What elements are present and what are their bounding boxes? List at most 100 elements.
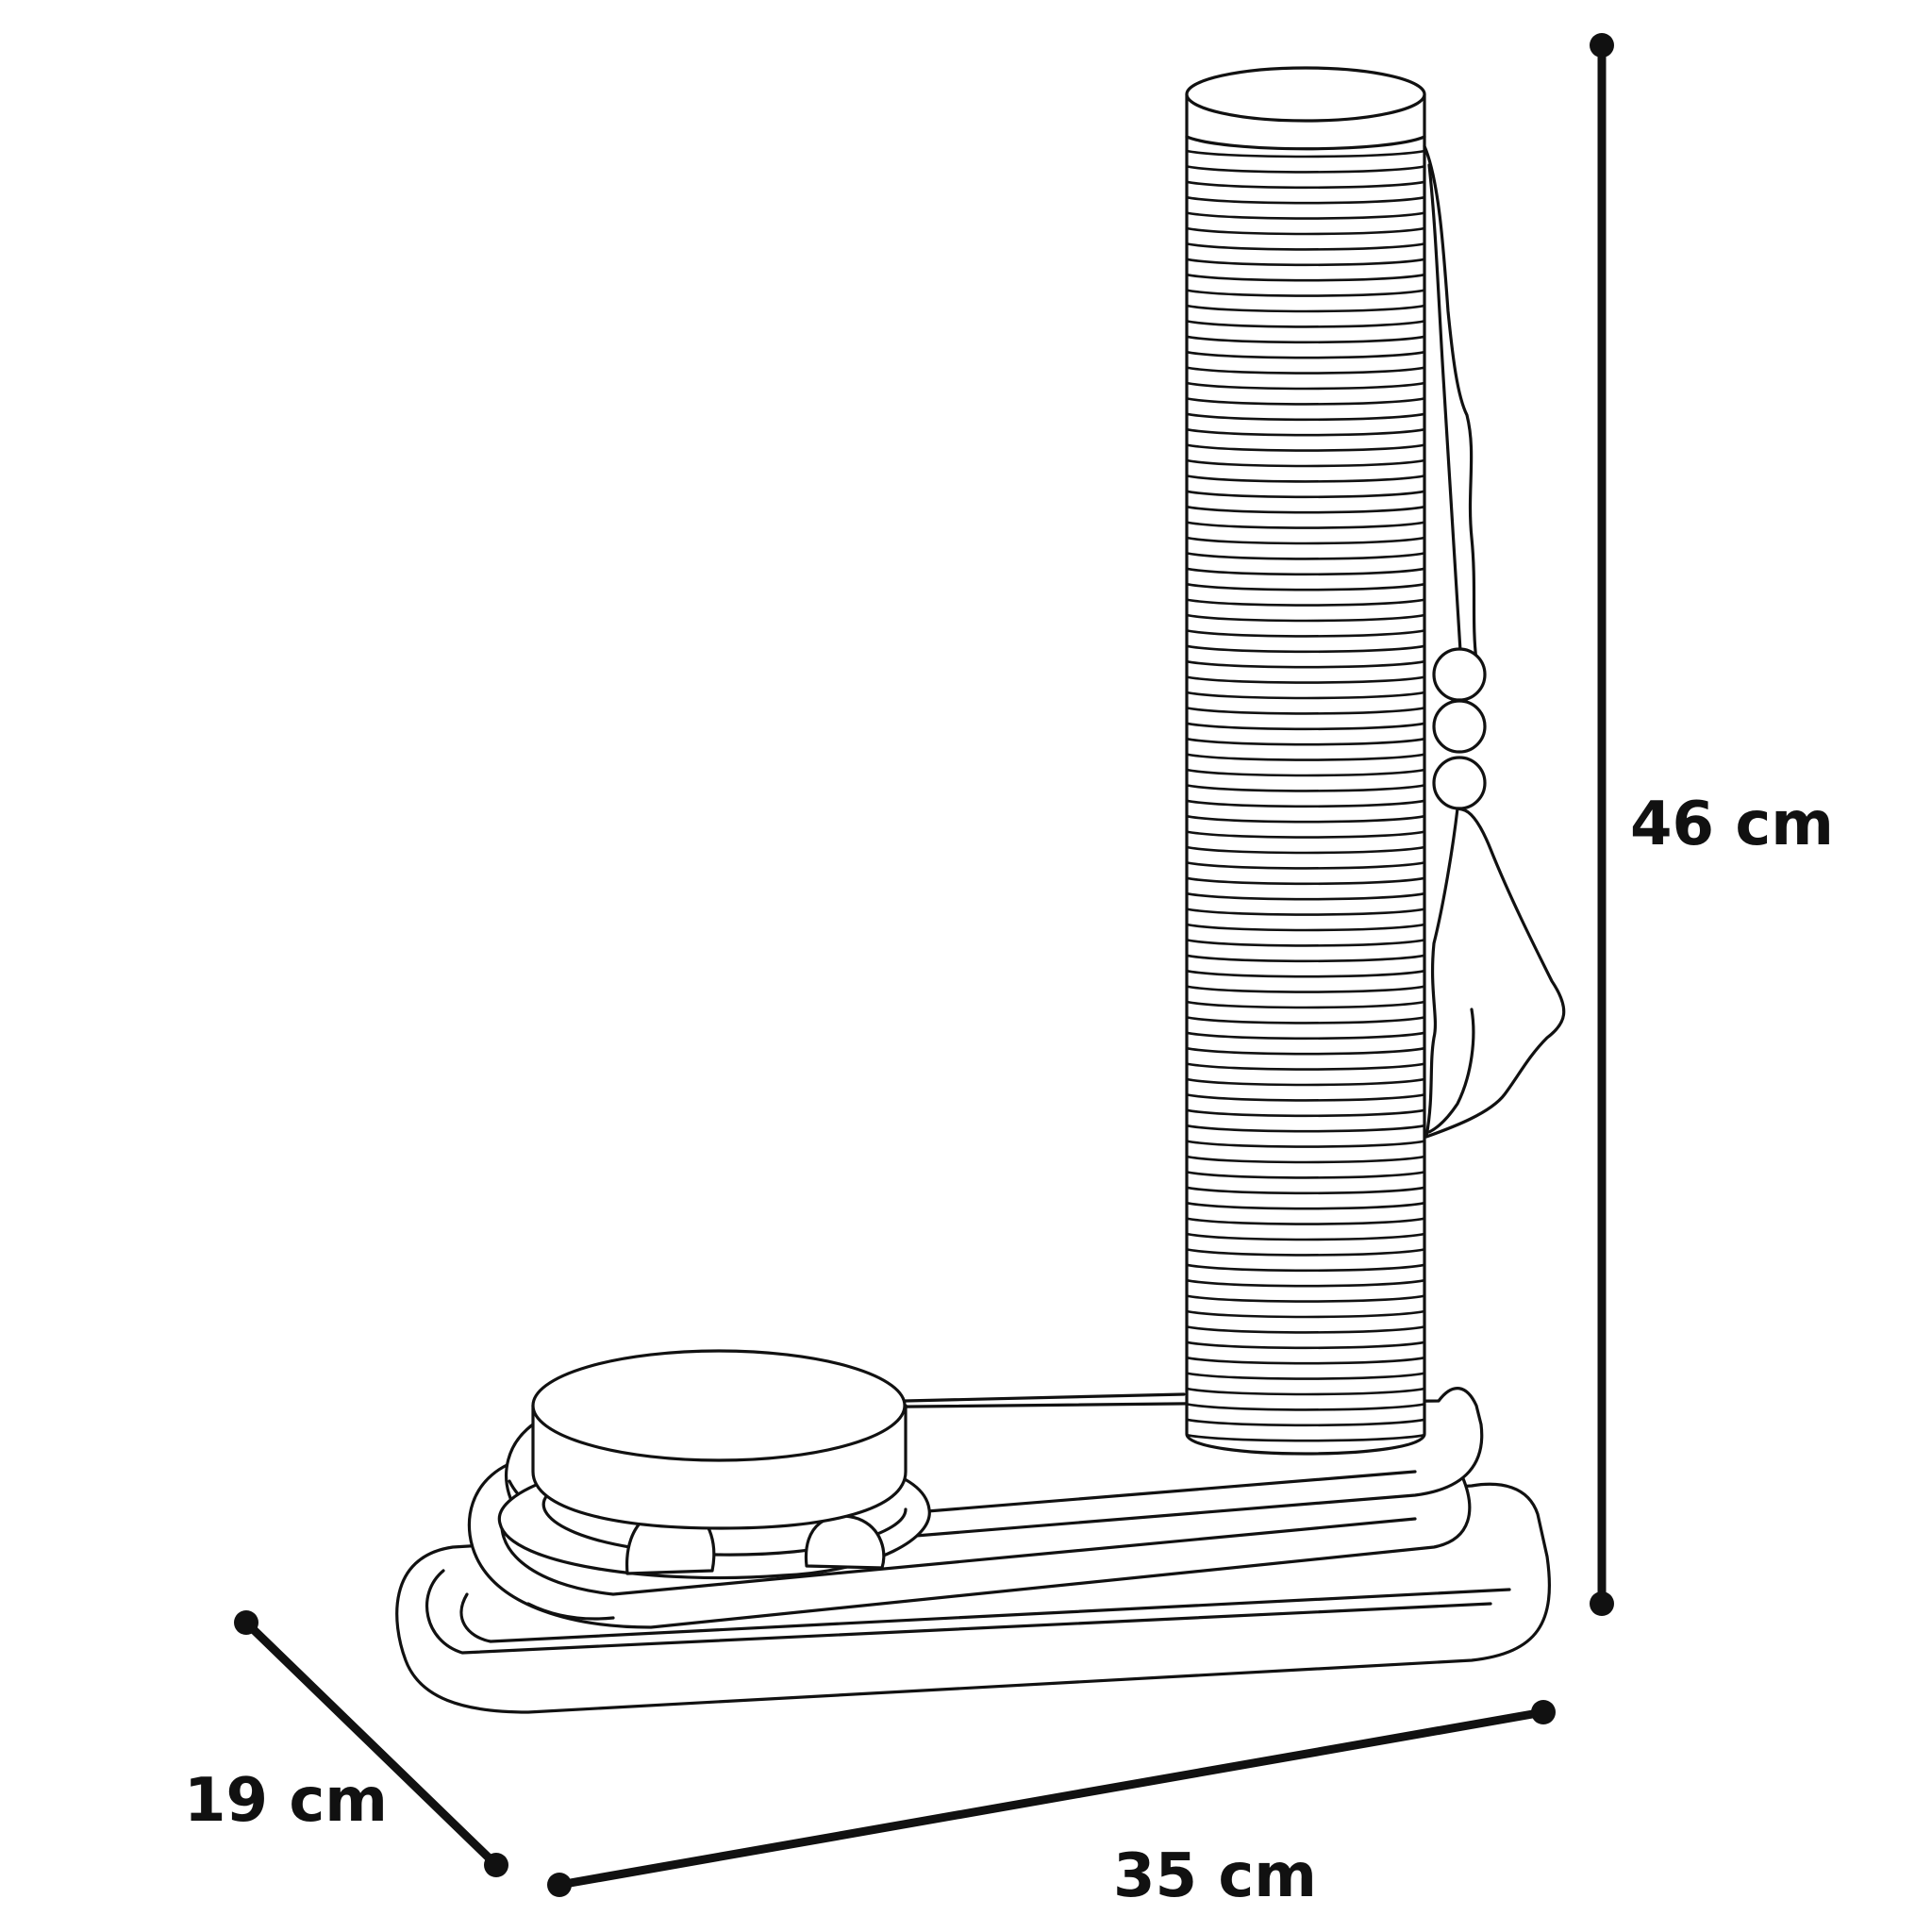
sisal-ring	[1186, 1309, 1425, 1319]
sisal-ring	[1186, 784, 1425, 792]
sisal-ring	[1186, 567, 1425, 576]
platform-edge	[904, 1392, 1186, 1403]
sisal-ring	[1186, 629, 1425, 638]
depth-label: 19 cm	[184, 1766, 388, 1836]
bead-1	[1432, 647, 1487, 702]
sisal-ring	[1186, 1356, 1425, 1365]
sisal-ring	[1186, 1294, 1425, 1303]
sisal-ring	[1186, 598, 1425, 607]
sisal-ring	[1186, 1278, 1425, 1288]
sisal-ring	[1186, 1372, 1425, 1380]
sisal-ring	[1186, 908, 1425, 916]
sisal-ring	[1186, 814, 1425, 824]
sisal-ring	[1186, 891, 1425, 901]
sisal-ring	[1186, 195, 1425, 205]
sisal-ring	[1186, 954, 1425, 963]
sisal-ring	[1186, 350, 1425, 359]
dimension-endpoint	[234, 1610, 258, 1635]
sisal-ring	[1186, 985, 1425, 993]
sisal-ring	[1186, 149, 1425, 158]
sisal-ring	[1186, 536, 1425, 545]
sisal-ring	[1186, 412, 1425, 422]
sisal-ring	[1186, 582, 1425, 591]
sisal-ring	[1186, 1418, 1425, 1427]
sisal-ring	[1186, 1201, 1425, 1210]
width-label: 35 cm	[1113, 1841, 1317, 1911]
sisal-ring	[1186, 1016, 1425, 1024]
sisal-ring	[1186, 1140, 1425, 1148]
sisal-ring	[1186, 1000, 1425, 1009]
hanging-toy	[1423, 144, 1566, 1139]
sisal-ring	[1186, 1263, 1425, 1273]
dimension-endpoint	[1590, 33, 1614, 58]
sisal-ring	[1186, 1062, 1425, 1071]
sisal-ring	[1186, 180, 1425, 190]
sisal-ring	[1186, 521, 1425, 529]
sisal-ring	[1186, 675, 1425, 684]
post-top	[1185, 66, 1426, 123]
sisal-ring	[1186, 458, 1425, 468]
sisal-ring	[1186, 1108, 1425, 1118]
sisal-wrapping	[1186, 149, 1425, 1442]
sisal-ring	[1186, 1077, 1425, 1087]
sisal-ring	[1186, 1232, 1425, 1241]
sisal-ring	[1186, 722, 1425, 731]
sisal-ring	[1186, 1171, 1425, 1179]
depth-dimension: 19 cm	[184, 1610, 508, 1877]
sisal-ring	[1186, 304, 1425, 313]
sisal-ring	[1186, 366, 1425, 375]
bead-3	[1432, 756, 1487, 810]
sisal-ring	[1186, 659, 1425, 669]
sisal-ring	[1186, 242, 1425, 251]
dimension-endpoint	[1531, 1700, 1556, 1724]
sisal-ring	[1186, 613, 1425, 623]
track-ball	[804, 1514, 886, 1570]
sisal-ring	[1186, 335, 1425, 344]
sisal-ring	[1186, 1325, 1425, 1334]
sisal-ring	[1186, 1031, 1425, 1041]
sisal-ring	[1186, 1248, 1425, 1257]
sisal-ring	[1186, 505, 1425, 514]
scratching-post	[1185, 66, 1426, 1456]
sisal-ring	[1186, 753, 1425, 761]
sisal-ring	[1186, 861, 1425, 870]
sisal-ring	[1186, 1433, 1425, 1442]
sisal-ring	[1186, 923, 1425, 932]
sisal-ring	[1186, 1124, 1425, 1133]
sisal-ring	[1186, 1403, 1425, 1411]
sisal-ring	[1186, 397, 1425, 406]
sisal-ring	[1186, 707, 1425, 715]
sisal-ring	[1186, 165, 1425, 174]
sisal-ring	[1186, 273, 1425, 282]
sisal-ring	[1186, 1155, 1425, 1164]
sisal-ring	[1186, 644, 1425, 654]
sisal-ring	[1186, 1217, 1425, 1225]
dimension-endpoint	[547, 1873, 572, 1897]
sisal-ring	[1186, 258, 1425, 267]
sisal-ring	[1186, 830, 1425, 839]
dimension-endpoint	[484, 1853, 508, 1877]
sisal-ring	[1186, 552, 1425, 560]
sisal-ring	[1186, 443, 1425, 452]
toy-tassel	[1424, 807, 1566, 1139]
sisal-ring	[1186, 1046, 1425, 1056]
sisal-ring	[1186, 691, 1425, 700]
sisal-ring	[1186, 969, 1425, 978]
dimension-endpoint	[1590, 1591, 1614, 1616]
sisal-ring	[1186, 1341, 1425, 1350]
sisal-ring	[1186, 490, 1425, 499]
sisal-ring	[1186, 381, 1425, 391]
sisal-ring	[1186, 876, 1425, 886]
sisal-ring	[1186, 211, 1425, 220]
sisal-ring	[1186, 320, 1425, 328]
sisal-ring	[1186, 475, 1425, 483]
sisal-ring	[1186, 226, 1425, 236]
sisal-ring	[1186, 427, 1425, 437]
sisal-ring	[1186, 1387, 1425, 1396]
height-dimension: 46 cm	[1590, 33, 1834, 1616]
track-cap	[531, 1349, 908, 1530]
toy-string	[1423, 144, 1478, 662]
width-dimension: 35 cm	[547, 1700, 1556, 1911]
sisal-ring	[1186, 939, 1425, 947]
